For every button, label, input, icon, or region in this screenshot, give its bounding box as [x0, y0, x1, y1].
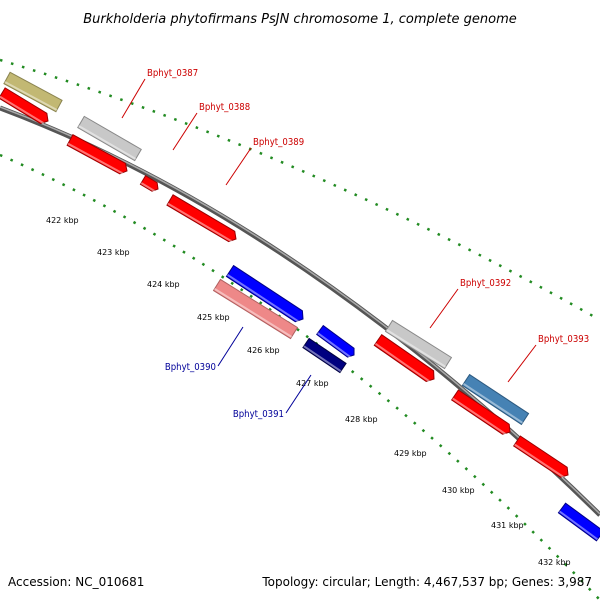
- gene-red-arrow-430[interactable]: [512, 435, 569, 478]
- gene-bphyt-0393-arrow[interactable]: [461, 373, 530, 426]
- label-leader-line: [285, 374, 312, 414]
- map-title: Burkholderia phytofirmans PsJN chromosom…: [83, 12, 517, 27]
- gene-label-bphyt-0392[interactable]: Bphyt_0392: [460, 278, 511, 289]
- label-leader-line: [217, 326, 244, 367]
- tick-label: 430 kbp: [442, 486, 475, 495]
- gene-red-arrow-428[interactable]: [373, 333, 435, 383]
- gene-small-red-arrow[interactable]: [139, 175, 159, 192]
- gene-label-bphyt-0393[interactable]: Bphyt_0393: [538, 334, 589, 345]
- gene-bphyt-0388-arrow[interactable]: [66, 134, 128, 175]
- tick-label: 429 kbp: [394, 449, 427, 458]
- tick-label: 428 kbp: [345, 415, 378, 424]
- gene-label-bphyt-0387[interactable]: Bphyt_0387: [147, 68, 198, 79]
- label-leader-line: [429, 288, 459, 329]
- gene-bphyt-0391-arrow[interactable]: [302, 337, 347, 374]
- gene-blue-arrow-426[interactable]: [316, 324, 355, 358]
- gene-blue-arrow-431[interactable]: [557, 502, 600, 542]
- tick-label: 424 kbp: [147, 280, 180, 289]
- gene-labels: Bphyt_0387Bphyt_0388Bphyt_0389Bphyt_0390…: [121, 68, 589, 420]
- topology-text: Topology: circular; Length: 4,467,537 bp…: [261, 575, 592, 589]
- scale-ticks: 422 kbp 423 kbp 424 kbp 425 kbp 426 kbp 427 k…: [46, 216, 571, 567]
- tick-label: 426 kbp: [247, 346, 280, 355]
- gene-label-bphyt-0388[interactable]: Bphyt_0388: [199, 102, 250, 113]
- tick-label: 432 kbp: [538, 558, 571, 567]
- gene-bphyt-0387-arrow[interactable]: [77, 115, 142, 162]
- inner-scale-line: [0, 153, 600, 600]
- tick-label: 431 kbp: [491, 521, 524, 530]
- label-leader-line: [172, 112, 198, 151]
- gene-features: [0, 71, 600, 542]
- tick-label: 423 kbp: [97, 248, 130, 257]
- gene-unlabeled-red-arrow[interactable]: [0, 87, 49, 125]
- gene-unlabeled-olive-arrow[interactable]: [3, 71, 63, 113]
- gene-label-bphyt-0389[interactable]: Bphyt_0389: [253, 137, 304, 148]
- accession-text: Accession: NC_010681: [8, 575, 144, 589]
- gene-bphyt-0390-arrow[interactable]: [212, 278, 299, 340]
- gene-bphyt-0389-arrow[interactable]: [166, 194, 237, 243]
- gene-label-bphyt-0390[interactable]: Bphyt_0390: [165, 362, 216, 373]
- label-leader-line: [507, 344, 537, 383]
- gene-bphyt-0392-arrow[interactable]: [384, 319, 453, 370]
- label-leader-line: [121, 78, 146, 119]
- tick-label: 425 kbp: [197, 313, 230, 322]
- tick-label: 427 kbp: [296, 379, 329, 388]
- gene-label-bphyt-0391[interactable]: Bphyt_0391: [233, 409, 284, 420]
- label-leader-line: [225, 147, 252, 186]
- tick-label: 422 kbp: [46, 216, 79, 225]
- gene-red-arrow-429[interactable]: [450, 389, 511, 435]
- gene-blue-arrow-424[interactable]: [225, 264, 304, 323]
